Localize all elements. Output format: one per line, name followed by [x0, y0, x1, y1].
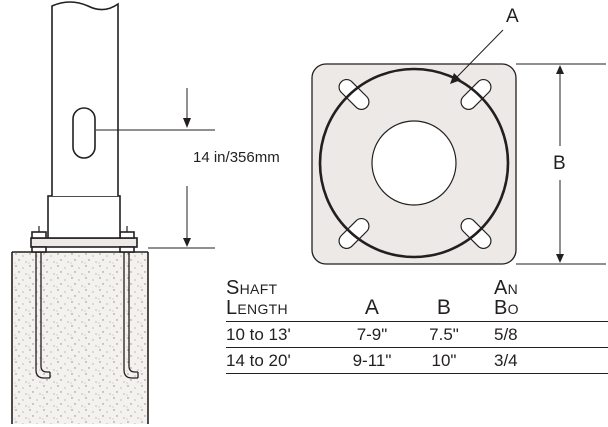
table-row: 10 to 13' 7-9" 7.5" 5/8: [226, 321, 608, 348]
pole-shaft: [51, 1, 119, 196]
nut-right-top: [119, 231, 135, 239]
height-dimension: [96, 88, 215, 249]
nut-right-bottom: [119, 246, 135, 253]
base-collar: [47, 195, 121, 239]
concrete-foundation: [12, 252, 148, 424]
dim-b-label: B: [553, 153, 566, 174]
table-row: 14 to 20' 9-11" 10" 3/4: [226, 347, 608, 374]
cell-a: 7-9": [336, 321, 408, 348]
header-shaft-length: Shaft Length: [226, 278, 336, 322]
shaft-opening: [371, 120, 457, 206]
anchor-bolt-left: [35, 252, 51, 379]
header-anchor-bolt: An Bo: [480, 278, 608, 322]
cell-b: 10": [408, 347, 480, 374]
header-a: A: [336, 278, 408, 322]
table-header-row: Shaft Length A B An Bo: [226, 278, 608, 322]
cell-anchor-bolt: 3/4: [480, 347, 608, 374]
base-plate-top-view: [311, 63, 517, 265]
header-b: B: [408, 278, 480, 322]
nut-left-top: [31, 231, 47, 239]
cell-shaft-length: 14 to 20': [226, 347, 336, 374]
dim-b-dimension: [516, 63, 606, 265]
hand-hole: [72, 107, 96, 159]
anchor-bolt-right: [123, 252, 139, 379]
cell-a: 9-11": [336, 347, 408, 374]
base-plate-side: [30, 237, 138, 248]
nut-left-bottom: [31, 246, 47, 253]
height-dimension-label: 14 in/356mm: [193, 149, 280, 166]
cell-b: 7.5": [408, 321, 480, 348]
cell-shaft-length: 10 to 13': [226, 321, 336, 348]
bolt-slot-top-left: [338, 78, 370, 111]
pole-side-view: [11, 1, 149, 424]
cell-anchor-bolt: 5/8: [480, 321, 608, 348]
spec-table: Shaft Length A B An Bo 10 to 13' 7-9" 7: [226, 278, 608, 374]
dim-a-leader: [450, 29, 504, 84]
dim-a-label: A: [506, 6, 519, 27]
bolt-circle: [318, 67, 510, 259]
